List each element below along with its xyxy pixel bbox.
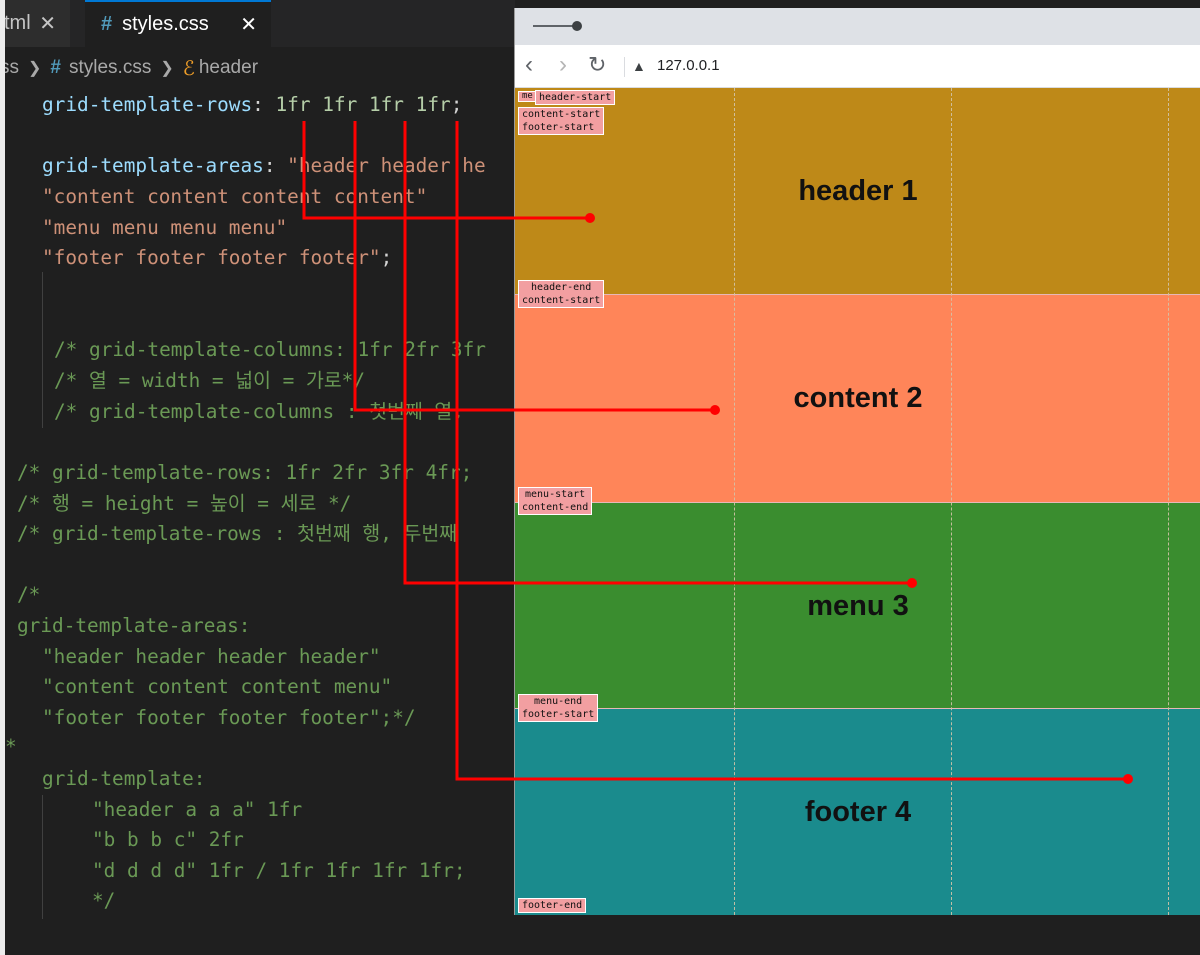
warning-icon[interactable]: ▲ — [632, 58, 646, 74]
code-line: /* 행 = height = 높이 = 세로 */ — [17, 492, 352, 515]
code-area[interactable]: grid-template-rows: 1fr 1fr 1fr 1fr; gri… — [0, 86, 515, 955]
css-file-icon: # — [50, 57, 61, 78]
code-line: "content content content menu" — [42, 675, 393, 698]
grid-line-badge: footer-end — [518, 898, 587, 913]
code-line: /* grid-template-rows : 첫번째 행, 두번째 — [17, 522, 458, 545]
grid-area-footer: footer 4 — [515, 709, 1200, 915]
tab-label: tml — [4, 12, 31, 34]
grid-column-line — [951, 88, 952, 915]
breadcrumb-file[interactable]: styles.css — [68, 57, 152, 78]
grid-area-content: content 2 — [515, 295, 1200, 502]
area-label: footer 4 — [804, 795, 912, 828]
editor-tab-bar: tml ✕ # styles.css ✕ — [0, 0, 515, 47]
address-bar[interactable]: 127.0.0.1 — [657, 57, 720, 74]
tab-label: styles.css — [122, 13, 209, 35]
tab-drag-line — [533, 25, 577, 27]
breadcrumb-symbol[interactable]: header — [198, 57, 259, 78]
code-line: /* grid-template-rows: 1fr 2fr 3fr 4fr; — [17, 461, 473, 484]
area-label: menu 3 — [807, 589, 909, 622]
toolbar-divider — [624, 57, 625, 77]
code-line: /* grid-template-columns: 1fr 2fr 3fr — [54, 338, 486, 361]
back-icon[interactable]: ‹ — [525, 51, 533, 78]
tab-drag-handle[interactable] — [572, 21, 582, 31]
tab-html-file[interactable]: tml ✕ — [0, 0, 70, 47]
code-line: grid-template-rows: 1fr 1fr 1fr 1fr; — [42, 93, 463, 116]
code-line: "d d d d" 1fr / 1fr 1fr 1fr 1fr; — [92, 859, 466, 882]
reload-icon[interactable]: ↻ — [588, 52, 607, 77]
forward-icon[interactable]: › — [559, 51, 567, 78]
chevron-right-icon: ❯ — [28, 60, 42, 77]
chevron-right-icon: ❯ — [160, 60, 174, 77]
code-line: "footer footer footer footer";*/ — [42, 706, 416, 729]
code-line: /* grid-template-columns : 첫번째 열, — [54, 400, 464, 423]
code-line: grid-template-areas: — [17, 614, 251, 637]
grid-row-line — [515, 294, 1200, 295]
grid-area-header: header 1 — [515, 88, 1200, 294]
code-line: "header a a a" 1fr — [92, 798, 303, 821]
grid-area-menu: menu 3 — [515, 503, 1200, 709]
area-label: content 2 — [793, 382, 923, 414]
area-label: header 1 — [798, 174, 918, 207]
page-viewport: header 1 content 2 menu 3 footer 4 me he… — [515, 88, 1200, 915]
code-line: grid-template-areas: "header header he — [42, 154, 486, 177]
code-line: /* — [17, 583, 41, 606]
browser-window: ‹ › ↻ ▲ 127.0.0.1 header 1 content 2 men… — [514, 8, 1200, 915]
code-line: "b b b c" 2fr — [92, 828, 244, 851]
window-edge — [0, 0, 5, 955]
grid-row-line — [515, 502, 1200, 503]
breadcrumb: ss ❯ # styles.css ❯ ℰ header — [0, 52, 258, 84]
code-line: "header header header header" — [42, 645, 381, 668]
close-icon[interactable]: ✕ — [39, 13, 56, 35]
css-file-icon: # — [101, 13, 113, 35]
symbol-class-icon: ℰ — [182, 57, 195, 80]
grid-line-badge: header-start — [535, 90, 616, 105]
grid-column-line — [734, 88, 735, 915]
indent-guide — [42, 795, 43, 919]
browser-toolbar: ‹ › ↻ ▲ 127.0.0.1 — [515, 45, 1200, 88]
code-line: "content content content content" — [42, 185, 428, 208]
indent-guide — [42, 272, 43, 428]
code-line: */ — [92, 889, 116, 912]
tab-styles-css[interactable]: # styles.css ✕ — [85, 0, 271, 47]
code-line: grid-template: — [42, 767, 206, 790]
browser-tab-strip[interactable] — [515, 8, 1200, 45]
code-line: /* 열 = width = 넓이 = 가로*/ — [54, 369, 366, 392]
code-line: * — [5, 735, 17, 758]
code-line: "menu menu menu menu" — [42, 216, 288, 239]
grid-column-line — [1168, 88, 1169, 915]
code-line: "footer footer footer footer"; — [42, 246, 393, 269]
grid-row-line — [515, 708, 1200, 709]
close-icon[interactable]: ✕ — [240, 14, 257, 36]
